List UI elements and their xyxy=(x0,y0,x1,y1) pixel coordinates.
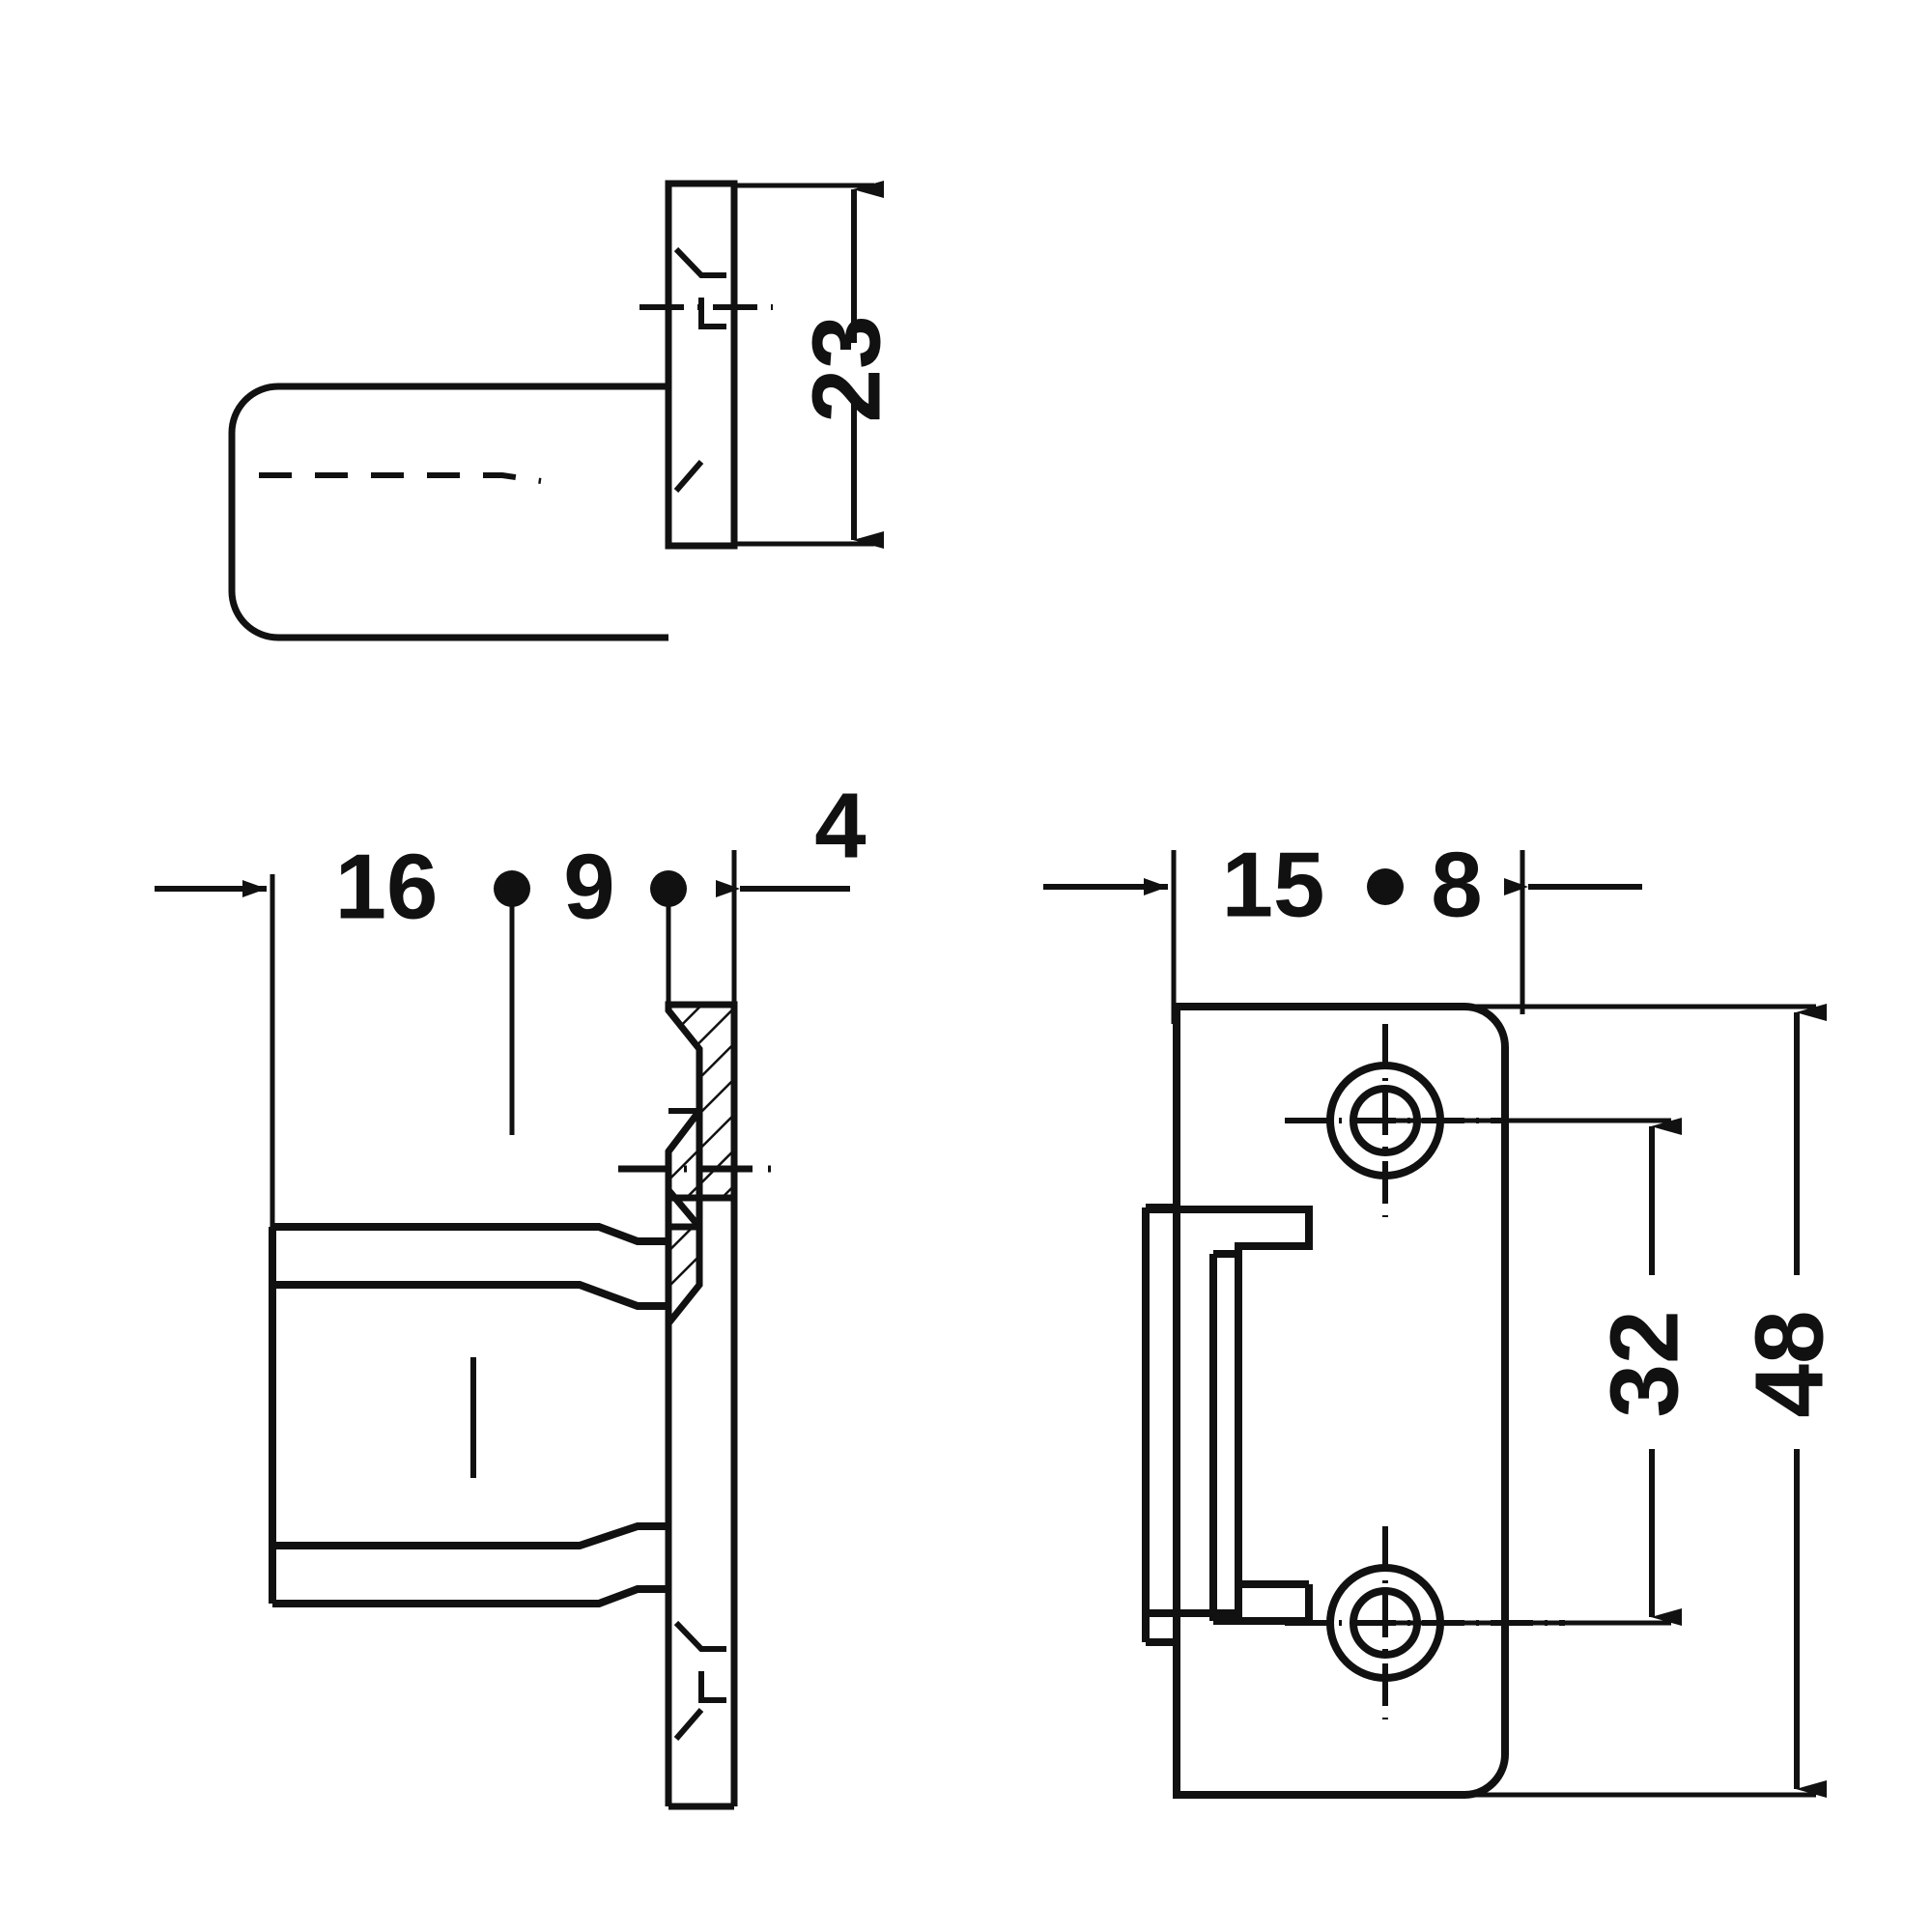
rp-dim-dot-15-8 xyxy=(1367,868,1404,905)
top-view-countersink-upper xyxy=(673,246,726,278)
fs-hook-neck-lower xyxy=(272,1522,668,1549)
dim-23-label: 23 xyxy=(792,315,900,422)
top-view-hidden-edge xyxy=(259,472,542,484)
top-view: 23 xyxy=(228,180,900,641)
fs-hook-top-profile xyxy=(272,1223,668,1245)
rp-slot-cutout-outer xyxy=(1146,1206,1313,1617)
fs-hook-neck-upper xyxy=(272,1281,668,1310)
fs-plate-body-sides xyxy=(665,1198,738,1806)
dim-16-label: 16 xyxy=(335,835,439,938)
dim-15-label: 15 xyxy=(1222,833,1325,936)
dim-32-label: 32 xyxy=(1590,1310,1698,1417)
dim-8-label: 8 xyxy=(1431,833,1482,936)
fs-countersink-cone-upper xyxy=(666,1108,702,1154)
front-section-view: 16 9 4 xyxy=(155,774,867,1810)
rear-plate-view: 15 8 xyxy=(1043,833,1843,1799)
fs-dim-dot-9-4 xyxy=(650,870,687,907)
fs-plate-hatch-lower xyxy=(668,1227,699,1323)
fs-lower-countersink-upper xyxy=(673,1620,726,1652)
fs-dim-dot-16-9 xyxy=(494,870,530,907)
top-view-arm-outline xyxy=(228,383,668,641)
fs-lower-countersink-lower xyxy=(698,1671,726,1703)
fs-lower-chamfer-mark xyxy=(673,1708,704,1741)
dim-48-label: 48 xyxy=(1735,1310,1843,1417)
fs-hook-bottom-profile xyxy=(272,1585,668,1607)
top-view-chamfer-mark xyxy=(673,460,704,493)
top-view-countersink-lower xyxy=(698,298,726,329)
dim-9-label: 9 xyxy=(563,835,614,938)
fs-countersink-cone-lower xyxy=(666,1187,702,1230)
dim-4-label: 4 xyxy=(814,774,866,877)
